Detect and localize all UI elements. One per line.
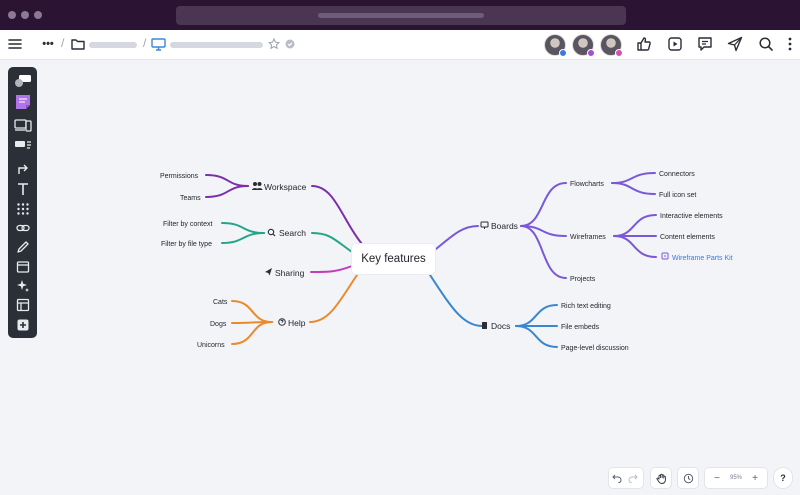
leaf-node[interactable]: File embeds [561, 324, 600, 331]
address-text-redacted [318, 13, 484, 18]
leaf-node[interactable]: Teams [180, 195, 201, 202]
node-label: Search [279, 228, 306, 238]
leaf-node[interactable]: Page-level discussion [561, 345, 629, 352]
left-toolbar [8, 67, 37, 338]
templates-icon[interactable] [13, 297, 32, 313]
zoom-in-button[interactable]: + [752, 472, 758, 484]
board-icon [150, 37, 166, 51]
zoom-out-button[interactable]: − [714, 472, 720, 484]
node-label: Help [288, 318, 306, 328]
connector-arrow-icon[interactable] [13, 161, 32, 177]
address-bar[interactable] [176, 6, 626, 25]
sticky-note-icon[interactable] [13, 94, 32, 110]
thumbs-up-icon[interactable] [635, 35, 653, 53]
center-node-label: Key features [361, 253, 426, 265]
document-icon [482, 322, 487, 329]
leaf-node[interactable]: Unicorns [197, 342, 225, 349]
zoom-controls: − 95% + [705, 468, 767, 488]
hamburger-menu-icon[interactable] [7, 36, 23, 52]
wireframe-parts-kit-link[interactable]: Wireframe Parts Kit [661, 252, 733, 262]
node-label: Workspace [264, 182, 307, 192]
node-boards[interactable]: Boards [480, 221, 518, 231]
frame-section-icon[interactable] [13, 259, 32, 275]
node-label: Docs [491, 321, 510, 331]
node-docs[interactable]: Docs [482, 321, 510, 331]
board-icon [480, 221, 489, 229]
undo-icon[interactable] [609, 470, 625, 486]
node-search[interactable]: Search [267, 228, 306, 238]
leaf-node[interactable]: Interactive elements [660, 213, 723, 220]
grid-apps-icon[interactable] [13, 201, 32, 217]
mindmap-center-node[interactable]: Key features [352, 244, 435, 274]
search-icon [267, 228, 276, 237]
breadcrumb-separator: / [61, 36, 65, 50]
leaf-node[interactable]: Connectors [659, 171, 695, 178]
add-more-icon[interactable] [13, 317, 32, 333]
more-options-icon[interactable]: ••• [42, 38, 54, 50]
breadcrumb-separator: / [143, 36, 147, 50]
window-minimize-dot[interactable] [21, 11, 29, 19]
history-clock-icon [680, 470, 696, 486]
browser-titlebar [0, 0, 800, 30]
board-title-redacted[interactable] [170, 42, 263, 48]
board-link-icon [661, 252, 669, 260]
team-icon [252, 182, 263, 190]
verified-check-icon [284, 38, 295, 49]
leaf-node[interactable]: Projects [570, 276, 596, 283]
leaf-node[interactable]: Content elements [660, 234, 715, 241]
text-tool-icon[interactable] [13, 181, 32, 197]
leaf-node[interactable]: Cats [213, 299, 228, 306]
help-button[interactable]: ? [774, 468, 792, 488]
leaf-node[interactable]: Dogs [210, 321, 227, 328]
leaf-node[interactable]: Filter by file type [161, 241, 212, 248]
history-button[interactable] [678, 468, 698, 488]
leaf-node[interactable]: Permissions [160, 173, 199, 180]
star-icon[interactable] [267, 37, 280, 50]
share-send-icon[interactable] [726, 35, 744, 53]
whiteboard-canvas[interactable] [0, 60, 800, 495]
node-sharing[interactable]: Sharing [265, 268, 305, 278]
folder-icon[interactable] [70, 37, 85, 51]
avatar[interactable] [544, 34, 567, 57]
help-circle-icon [278, 318, 286, 326]
node-help[interactable]: Help [278, 318, 306, 328]
search-icon[interactable] [757, 35, 775, 53]
sub-node-flowcharts[interactable]: Flowcharts [570, 181, 604, 188]
redo-icon[interactable] [625, 470, 641, 486]
zoom-level[interactable]: 95% [729, 475, 742, 481]
leaf-node[interactable]: Full icon set [659, 192, 696, 199]
device-frames-icon[interactable] [13, 117, 32, 133]
leaf-node[interactable]: Rich text editing [561, 303, 611, 310]
pen-draw-icon[interactable] [13, 239, 32, 255]
node-label: Boards [491, 221, 518, 231]
comment-sticker-icon[interactable] [13, 73, 32, 89]
undo-redo-group [609, 468, 643, 488]
sub-node-wireframes[interactable]: Wireframes [570, 234, 606, 241]
window-maximize-dot[interactable] [34, 11, 42, 19]
node-label: Sharing [275, 268, 305, 278]
ai-sparkle-icon[interactable] [13, 278, 32, 294]
comment-icon[interactable] [696, 35, 714, 53]
window-close-dot[interactable] [8, 11, 16, 19]
hand-pan-icon [653, 470, 669, 486]
pan-tool[interactable] [651, 468, 671, 488]
leaf-node[interactable]: Filter by context [163, 221, 212, 228]
node-workspace[interactable]: Workspace [252, 182, 307, 192]
kebab-menu-icon[interactable] [784, 35, 796, 53]
avatar[interactable] [600, 34, 623, 57]
avatar[interactable] [572, 34, 595, 57]
text-block-icon[interactable] [13, 137, 32, 153]
present-icon[interactable] [666, 35, 684, 53]
link-icon[interactable] [13, 220, 32, 236]
link-label: Wireframe Parts Kit [672, 255, 733, 262]
breadcrumb-folder-redacted[interactable] [89, 42, 137, 48]
send-icon [265, 268, 272, 276]
